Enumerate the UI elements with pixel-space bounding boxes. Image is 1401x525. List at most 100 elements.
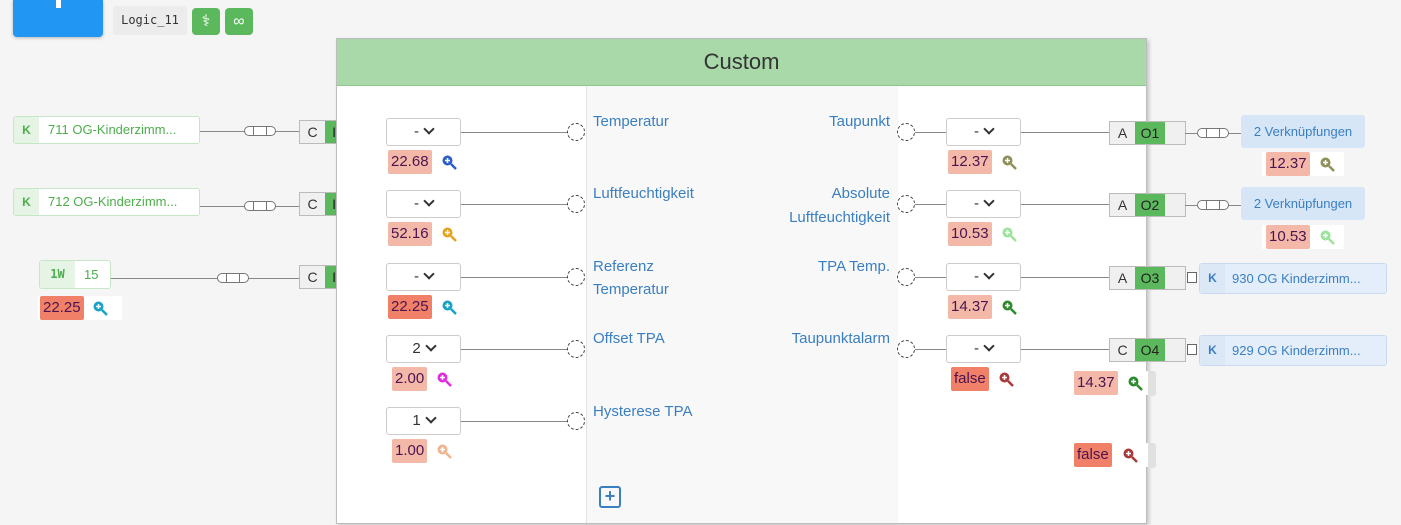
port-name: O2 xyxy=(1135,194,1165,216)
port-pad xyxy=(1165,194,1185,216)
inspect-icon[interactable] xyxy=(998,371,1014,387)
chevron-down-icon xyxy=(425,340,437,352)
add-block-button[interactable] xyxy=(13,0,103,37)
source-knx-1[interactable]: K 711 OG-Kinderzimm... xyxy=(13,116,200,144)
input-select-1[interactable]: - xyxy=(386,118,461,146)
input-label-1: Temperatur xyxy=(593,113,669,130)
chevron-down-icon xyxy=(425,412,437,424)
logic-name-label: Logic_11 xyxy=(113,6,187,35)
port-pad xyxy=(1165,122,1185,144)
wire xyxy=(461,204,568,205)
input-label-2: Luftfeuchtigkeit xyxy=(593,185,694,202)
inspect-icon[interactable] xyxy=(92,300,108,316)
output-anchor-2[interactable] xyxy=(897,195,915,213)
target-links-2[interactable]: 2 Verknüpfungen xyxy=(1241,187,1365,220)
output-value-4: false xyxy=(951,367,989,391)
output-select-4[interactable]: - xyxy=(946,335,1021,363)
source-value: 22.25 xyxy=(40,296,84,320)
input-select-4[interactable]: 2 xyxy=(386,335,461,363)
output-anchor-3[interactable] xyxy=(897,268,915,286)
labels-column xyxy=(586,86,899,523)
chevron-down-icon xyxy=(423,268,435,280)
wire xyxy=(461,421,568,422)
port-pad xyxy=(1165,339,1185,361)
target-type-badge: K xyxy=(1200,336,1225,365)
target-label: 929 OG Kinderzimm... xyxy=(1232,343,1361,358)
input-value-5: 1.00 xyxy=(392,439,428,463)
input-value-2: 52.16 xyxy=(388,222,432,246)
input-select-2[interactable]: - xyxy=(386,190,461,218)
infinity-icon[interactable]: ∞ xyxy=(225,8,253,35)
wire-connector[interactable] xyxy=(244,126,276,136)
wire xyxy=(461,132,568,133)
inspect-icon[interactable] xyxy=(441,226,457,242)
port-name: O1 xyxy=(1135,122,1165,144)
plus-square-icon[interactable]: + xyxy=(599,486,621,508)
wire-stub xyxy=(1187,344,1197,355)
input-anchor-1[interactable] xyxy=(567,123,585,141)
output-value-1: 12.37 xyxy=(948,150,992,174)
scroll-handle[interactable] xyxy=(1148,371,1156,396)
inspect-icon[interactable] xyxy=(1122,447,1138,463)
inspect-icon[interactable] xyxy=(1001,299,1017,315)
wire-connector[interactable] xyxy=(217,273,249,283)
source-type-badge: K xyxy=(14,117,39,143)
wire-connector[interactable] xyxy=(244,201,276,211)
wire-connector[interactable] xyxy=(1197,200,1229,210)
target-label: 930 OG Kinderzimm... xyxy=(1232,271,1361,286)
inspect-icon[interactable] xyxy=(436,371,452,387)
port-type: A xyxy=(1110,194,1135,216)
input-label-4: Offset TPA xyxy=(593,330,665,347)
output-value-3: 14.37 xyxy=(948,295,992,319)
inspect-icon[interactable] xyxy=(1319,156,1335,172)
target-links-1[interactable]: 2 Verknüpfungen xyxy=(1241,115,1365,148)
target-value-4: false xyxy=(1074,443,1112,467)
port-pad xyxy=(1165,267,1185,289)
output-anchor-1[interactable] xyxy=(897,123,915,141)
stethoscope-icon[interactable]: ⚕ xyxy=(192,8,220,35)
chevron-down-icon xyxy=(423,123,435,135)
inspect-icon[interactable] xyxy=(1127,375,1143,391)
port-type: A xyxy=(1110,122,1135,144)
inspect-icon[interactable] xyxy=(441,154,457,170)
output-label-2a: Absolute xyxy=(831,185,890,202)
input-select-5[interactable]: 1 xyxy=(386,407,461,435)
inspect-icon[interactable] xyxy=(441,299,457,315)
source-type-badge: 1W xyxy=(40,261,75,288)
output-label-1: Taupunkt xyxy=(829,113,890,130)
source-label: 15 xyxy=(84,267,99,282)
input-anchor-5[interactable] xyxy=(567,412,585,430)
output-anchor-4[interactable] xyxy=(897,340,915,358)
inspect-icon[interactable] xyxy=(1319,229,1335,245)
port-type: C xyxy=(300,121,325,143)
output-select-3[interactable]: - xyxy=(946,263,1021,291)
target-knx-1[interactable]: K 930 OG Kinderzimm... xyxy=(1199,263,1387,294)
input-label-5: Hysterese TPA xyxy=(593,403,693,420)
wire xyxy=(111,278,300,279)
source-onewire[interactable]: 1W 15 xyxy=(39,260,111,289)
inspect-icon[interactable] xyxy=(1001,226,1017,242)
port-type: C xyxy=(300,266,325,288)
target-type-badge: K xyxy=(1200,264,1225,293)
input-anchor-2[interactable] xyxy=(567,195,585,213)
output-label-3: TPA Temp. xyxy=(818,258,890,275)
inspect-icon[interactable] xyxy=(436,443,452,459)
wire-stub xyxy=(1187,272,1197,283)
input-anchor-4[interactable] xyxy=(567,340,585,358)
chevron-down-icon xyxy=(983,340,995,352)
output-select-2[interactable]: - xyxy=(946,190,1021,218)
scroll-handle[interactable] xyxy=(1148,443,1156,468)
source-knx-2[interactable]: K 712 OG-Kinderzimm... xyxy=(13,188,200,216)
input-anchor-3[interactable] xyxy=(567,268,585,286)
wire-connector[interactable] xyxy=(1197,128,1229,138)
output-select-1[interactable]: - xyxy=(946,118,1021,146)
input-select-3[interactable]: - xyxy=(386,263,461,291)
inspect-icon[interactable] xyxy=(1001,154,1017,170)
block-title: Custom xyxy=(337,39,1146,86)
target-value-1: 12.37 xyxy=(1266,152,1310,176)
target-knx-2[interactable]: K 929 OG Kinderzimm... xyxy=(1199,335,1387,366)
